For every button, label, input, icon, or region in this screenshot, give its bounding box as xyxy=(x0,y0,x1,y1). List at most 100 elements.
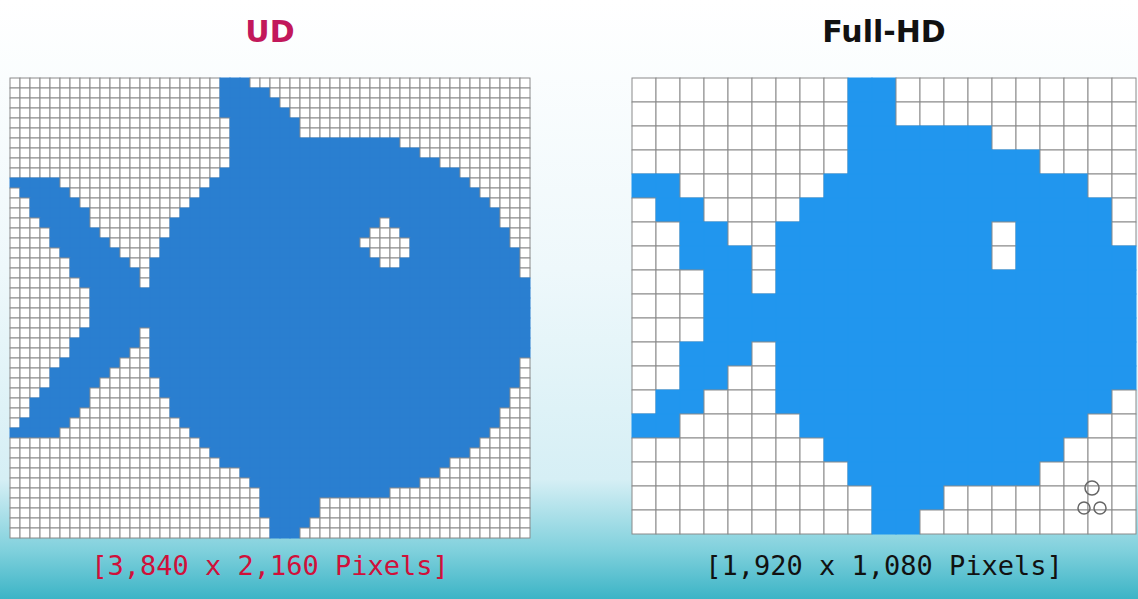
pixel-cell xyxy=(230,148,240,158)
pixel-cell xyxy=(320,428,330,438)
pixel-cell xyxy=(180,388,190,398)
pixel-cell xyxy=(50,368,60,378)
pixel-cell xyxy=(90,198,100,208)
pixel-cell xyxy=(280,98,290,108)
pixel-cell xyxy=(330,368,340,378)
pixel-cell xyxy=(440,298,450,308)
pixel-cell xyxy=(450,88,460,98)
pixel-cell xyxy=(310,158,320,168)
pixel-cell xyxy=(370,88,380,98)
pixel-cell xyxy=(280,368,290,378)
pixel-cell xyxy=(470,268,480,278)
pixel-cell xyxy=(430,198,440,208)
pixel-cell xyxy=(440,338,450,348)
pixel-cell xyxy=(400,88,410,98)
pixel-cell xyxy=(60,248,70,258)
pixel-cell xyxy=(300,378,310,388)
pixel-cell xyxy=(490,448,500,458)
pixel-cell xyxy=(520,178,530,188)
pixel-cell xyxy=(450,268,460,278)
pixel-cell xyxy=(140,388,150,398)
pixel-cell xyxy=(330,408,340,418)
pixel-cell xyxy=(180,318,190,328)
pixel-cell xyxy=(380,448,390,458)
pixel-cell xyxy=(40,378,50,388)
pixel-cell xyxy=(10,378,20,388)
pixel-cell xyxy=(100,348,110,358)
pixel-cell xyxy=(500,288,510,298)
pixel-cell xyxy=(240,448,250,458)
pixel-cell xyxy=(310,248,320,258)
pixel-cell xyxy=(80,318,90,328)
pixel-cell xyxy=(260,108,270,118)
pixel-cell xyxy=(60,88,70,98)
pixel-cell xyxy=(420,148,430,158)
pixel-cell xyxy=(70,78,80,88)
pixel-cell xyxy=(480,178,490,188)
pixel-cell xyxy=(190,428,200,438)
pixel-cell xyxy=(510,438,520,448)
pixel-cell xyxy=(240,368,250,378)
pixel-cell xyxy=(200,418,210,428)
pixel-cell xyxy=(30,308,40,318)
pixel-cell xyxy=(40,258,50,268)
pixel-cell xyxy=(130,328,140,338)
pixel-cell xyxy=(230,168,240,178)
pixel-cell xyxy=(510,178,520,188)
pixel-cell xyxy=(10,138,20,148)
pixel-cell xyxy=(470,178,480,188)
pixel-cell xyxy=(520,308,530,318)
pixel-cell xyxy=(430,158,440,168)
pixel-cell xyxy=(410,228,420,238)
pixel-cell xyxy=(410,358,420,368)
pixel-cell xyxy=(140,148,150,158)
pixel-cell xyxy=(320,318,330,328)
pixel-cell xyxy=(490,158,500,168)
pixel-cell xyxy=(400,368,410,378)
pixel-cell xyxy=(130,278,140,288)
pixel-cell xyxy=(80,108,90,118)
pixel-cell xyxy=(180,228,190,238)
pixel-cell xyxy=(20,258,30,268)
pixel-cell xyxy=(360,348,370,358)
pixel-cell xyxy=(340,348,350,358)
pixel-cell xyxy=(270,148,280,158)
pixel-cell xyxy=(10,418,20,428)
pixel-cell xyxy=(310,178,320,188)
pixel-cell xyxy=(240,378,250,388)
pixel-cell xyxy=(330,378,340,388)
pixel-cell xyxy=(410,108,420,118)
pixel-cell xyxy=(360,338,370,348)
pixel-cell xyxy=(260,98,270,108)
pixel-cell xyxy=(460,218,470,228)
pixel-cell xyxy=(140,268,150,278)
pixel-cell xyxy=(210,398,220,408)
pixel-cell xyxy=(350,268,360,278)
pixel-cell xyxy=(490,188,500,198)
pixel-cell xyxy=(330,178,340,188)
pixel-cell xyxy=(170,208,180,218)
pixel-cell xyxy=(510,238,520,248)
pixel-cell xyxy=(440,288,450,298)
pixel-cell xyxy=(210,218,220,228)
pixel-cell xyxy=(150,378,160,388)
pixel-cell xyxy=(440,208,450,218)
pixel-cell xyxy=(210,228,220,238)
pixel-cell xyxy=(280,378,290,388)
pixel-cell xyxy=(70,438,80,448)
pixel-cell xyxy=(80,378,90,388)
pixel-cell xyxy=(310,188,320,198)
pixel-cell xyxy=(40,358,50,368)
pixel-cell xyxy=(510,248,520,258)
pixel-cell xyxy=(510,358,520,368)
pixel-cell xyxy=(440,278,450,288)
pixel-cell xyxy=(100,88,110,98)
pixel-cell xyxy=(520,228,530,238)
pixel-cell xyxy=(450,408,460,418)
pixel-cell xyxy=(400,178,410,188)
pixel-cell xyxy=(430,368,440,378)
pixel-cell xyxy=(400,448,410,458)
pixel-cell xyxy=(340,78,350,88)
pixel-cell xyxy=(200,168,210,178)
pixel-cell xyxy=(470,248,480,258)
